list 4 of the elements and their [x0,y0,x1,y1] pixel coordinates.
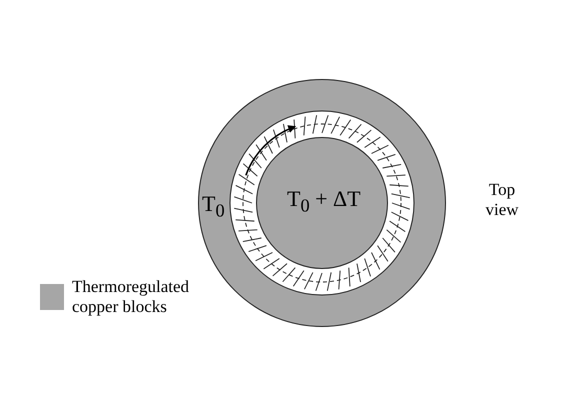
legend-text: Thermoregulated copper blocks [72,277,190,318]
temperature-label: T$_{0}$ [202,193,225,220]
view-label: Top view [484,180,520,221]
temperature-label: T$_{0}$ + ΔT [287,188,361,215]
